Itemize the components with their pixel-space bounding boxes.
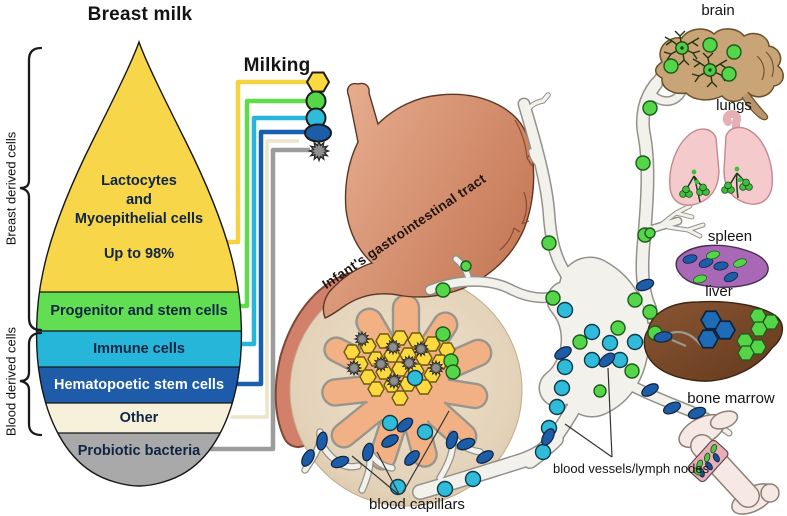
blood-derived-cells-label: Blood derived cells — [3, 326, 19, 437]
annotation-lines — [351, 367, 613, 495]
capillars-pointer-lines — [351, 410, 450, 495]
layer-other — [36, 403, 242, 433]
milked-cell-shapes — [304, 71, 332, 162]
blood-capillars-label: blood capillars — [369, 496, 465, 513]
probiotic-label: Probiotic bacteria — [77, 443, 201, 459]
brackets — [19, 46, 43, 437]
breast-derived-bracket — [19, 46, 43, 332]
progenitor-label: Progenitor and stem cells — [50, 303, 228, 319]
lungs-organ — [669, 109, 773, 206]
liver-organ — [643, 300, 783, 382]
immune-label: Immune cells — [93, 341, 185, 357]
milking-label: Milking — [243, 55, 311, 76]
brain-label: brain — [701, 2, 735, 19]
lactocytes-percentage: Up to 98% — [103, 246, 175, 262]
layer-progenitor — [36, 292, 242, 331]
spleen-label: spleen — [707, 228, 753, 245]
blood-vessels-label: blood vessels/lymph nodes — [553, 461, 710, 476]
breast-derived-cells-label: Breast derived cells — [3, 131, 19, 246]
marrow-window — [687, 439, 729, 483]
layer-hematopoetic — [36, 367, 242, 403]
liver-label: liver — [705, 283, 733, 300]
cyan-cells — [381, 301, 644, 498]
milk-bacteria-cell — [308, 140, 330, 162]
stomach — [322, 82, 535, 319]
spleen-organ — [675, 244, 769, 288]
page-title: Breast milk — [87, 4, 193, 25]
green-cells — [435, 37, 742, 398]
bone-marrow-organ — [678, 410, 780, 515]
bone-marrow-label: bone marrow — [687, 390, 775, 407]
brain-organ — [654, 28, 784, 121]
milk-blue-cell — [304, 123, 332, 143]
other-label: Other — [119, 410, 159, 426]
hematopoetic-label: Hematopoetic stem cells — [53, 377, 225, 393]
blood-derived-bracket — [19, 331, 43, 437]
lung-bronchial-trees — [679, 166, 753, 203]
layer-immune — [36, 331, 242, 367]
lactocytes-label: Lactocytes and Myoepithelial cells — [74, 173, 204, 227]
lungs-label: lungs — [716, 97, 752, 114]
vessels-pointer-lines — [564, 367, 613, 458]
